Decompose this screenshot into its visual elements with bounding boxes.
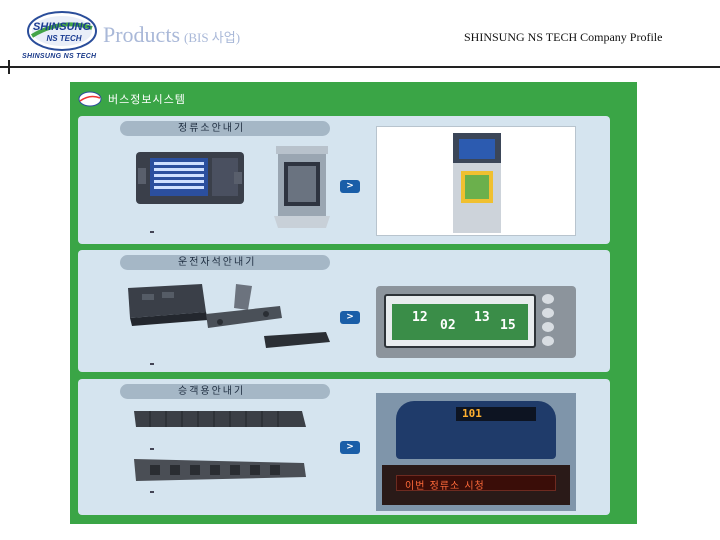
dash-value: 02 <box>440 318 456 333</box>
kiosk-device <box>274 146 330 228</box>
company-profile-label: SHINSUNG NS TECH Company Profile <box>464 30 663 44</box>
header-divider <box>0 66 720 68</box>
logo-subtitle: SHINSUNG NS TECH <box>22 53 97 60</box>
driver-buttons <box>542 294 556 350</box>
section-label: 정류소안내기 <box>120 121 330 136</box>
stop-display-device <box>136 152 244 204</box>
title-sub: (BIS 사업) <box>184 30 241 45</box>
led-message: 이번 정류소 시청 <box>405 481 485 492</box>
passenger-led-bar-1 <box>134 411 306 427</box>
section-stop-display: 정류소안내기 > <box>78 116 610 244</box>
led-display-panel: 이번 정류소 시청 <box>382 465 570 505</box>
mount-bracket-device <box>206 284 282 328</box>
dash-value: 12 <box>412 310 428 325</box>
arrow-icon: > <box>340 180 360 193</box>
dash-marker <box>150 448 154 450</box>
logo-text-2: NS TECH <box>46 34 81 43</box>
dash-value: 15 <box>500 318 516 333</box>
logo-text-1: SHINSUNG <box>33 21 92 33</box>
dash-marker <box>150 363 154 365</box>
bis-products-panel: 버스정보시스템 정류소안내기 > <box>70 82 637 524</box>
title-main: Products <box>103 22 180 47</box>
section-driver-display: 운전자석안내기 > 12 02 13 15 <box>78 250 610 372</box>
driver-button <box>542 294 554 304</box>
driver-button <box>542 322 554 332</box>
driver-display-photo: 12 02 13 15 <box>376 286 576 358</box>
stop-display-photo <box>376 126 576 236</box>
installed-stop-display <box>453 133 501 233</box>
passenger-display-photo: 101 이번 정류소 시청 <box>376 393 576 511</box>
panel-header: 버스정보시스템 <box>76 88 631 110</box>
mini-logo-icon <box>78 91 102 107</box>
panel-title: 버스정보시스템 <box>108 93 186 106</box>
led-display-strip: 이번 정류소 시청 <box>396 475 556 492</box>
driver-button <box>542 308 554 318</box>
control-box-device <box>264 332 330 348</box>
bus-destination-sign: 101 <box>456 407 536 421</box>
arrow-icon: > <box>340 311 360 324</box>
bus-front: 101 <box>396 401 556 459</box>
dash-marker <box>150 491 154 493</box>
bus-number: 101 <box>462 407 482 420</box>
dash-marker <box>150 231 154 233</box>
section-label: 운전자석안내기 <box>120 255 330 270</box>
driver-button <box>542 336 554 346</box>
arrow-icon: > <box>340 441 360 454</box>
header-divider-tick <box>8 60 10 74</box>
driver-screen-display: 12 02 13 15 <box>392 304 528 340</box>
passenger-led-bar-2 <box>134 459 306 481</box>
section-passenger-display: 승객용안내기 > 101 <box>78 379 610 515</box>
driver-unit-device <box>128 284 208 326</box>
driver-screen: 12 02 13 15 <box>384 294 536 348</box>
page-title: Products (BIS 사업) <box>103 22 240 48</box>
company-logo: SHINSUNG NS TECH <box>26 10 98 52</box>
section-label: 승객용안내기 <box>120 384 330 399</box>
dash-value: 13 <box>474 310 490 325</box>
